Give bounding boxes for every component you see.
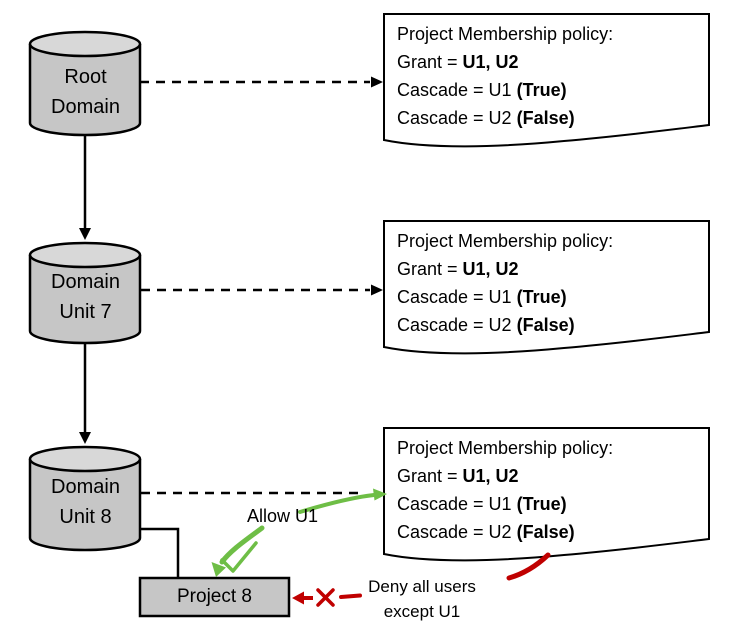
deny-curve [506, 552, 551, 581]
dashed-connector-root-policy [140, 76, 383, 88]
policy-text-root: Project Membership policy: Grant = U1, U… [397, 20, 613, 132]
deny-dash [339, 593, 362, 599]
deny-label: Deny all users except U1 [368, 577, 476, 621]
policy-box-root [383, 13, 710, 148]
domain-unit-7-cylinder [28, 241, 142, 345]
policy-text-unit8: Project Membership policy: Grant = U1, U… [397, 434, 613, 546]
policy-box-unit7 [383, 220, 710, 355]
arrow-root-to-unit7 [79, 135, 91, 240]
policy-line: Cascade = U2 (False) [397, 315, 575, 335]
deny-arrow [292, 552, 551, 607]
domain-unit-8-label: Domain Unit 8 [51, 476, 120, 528]
domain-unit-8-cylinder [28, 445, 142, 552]
policy-text-unit7: Project Membership policy: Grant = U1, U… [397, 227, 613, 339]
arrow-unit7-to-unit8 [79, 343, 91, 444]
arrowhead-icon [292, 591, 304, 605]
policy-line: Cascade = U2 (False) [397, 108, 575, 128]
arrowhead-icon [79, 432, 91, 444]
policy-line: Cascade = U1 (True) [397, 80, 567, 100]
policy-title: Project Membership policy: [397, 231, 614, 251]
arrowhead-icon [371, 76, 383, 88]
project-8-label: Project 8 [177, 586, 252, 607]
policy-line: Cascade = U1 (True) [397, 287, 567, 307]
arrowhead-icon [79, 228, 91, 240]
policy-title: Project Membership policy: [397, 24, 614, 44]
policy-line: Grant = U1, U2 [397, 52, 519, 72]
arrowhead-icon [373, 488, 387, 501]
x-icon [316, 588, 335, 607]
root-domain-cylinder [28, 30, 142, 137]
policy-title: Project Membership policy: [397, 438, 614, 458]
allow-arrow-to-policy [298, 488, 387, 514]
dashed-connector-unit7-policy [141, 284, 383, 296]
project-8-box [138, 576, 291, 618]
domain-unit-7-label: Domain Unit 7 [51, 271, 120, 323]
allow-label: Allow U1 [247, 506, 319, 526]
root-domain-label: Root Domain [51, 66, 120, 118]
check-icon [220, 541, 258, 573]
allow-arrow-to-project [211, 525, 265, 577]
arrowhead-icon [211, 562, 226, 577]
arrowhead-icon [371, 284, 383, 296]
policy-line: Grant = U1, U2 [397, 259, 519, 279]
policy-line: Cascade = U1 (True) [397, 494, 567, 514]
policy-box-unit8 [383, 427, 710, 562]
policy-line: Grant = U1, U2 [397, 466, 519, 486]
policy-line: Cascade = U2 (False) [397, 522, 575, 542]
connector-unit8-to-project [140, 527, 180, 578]
